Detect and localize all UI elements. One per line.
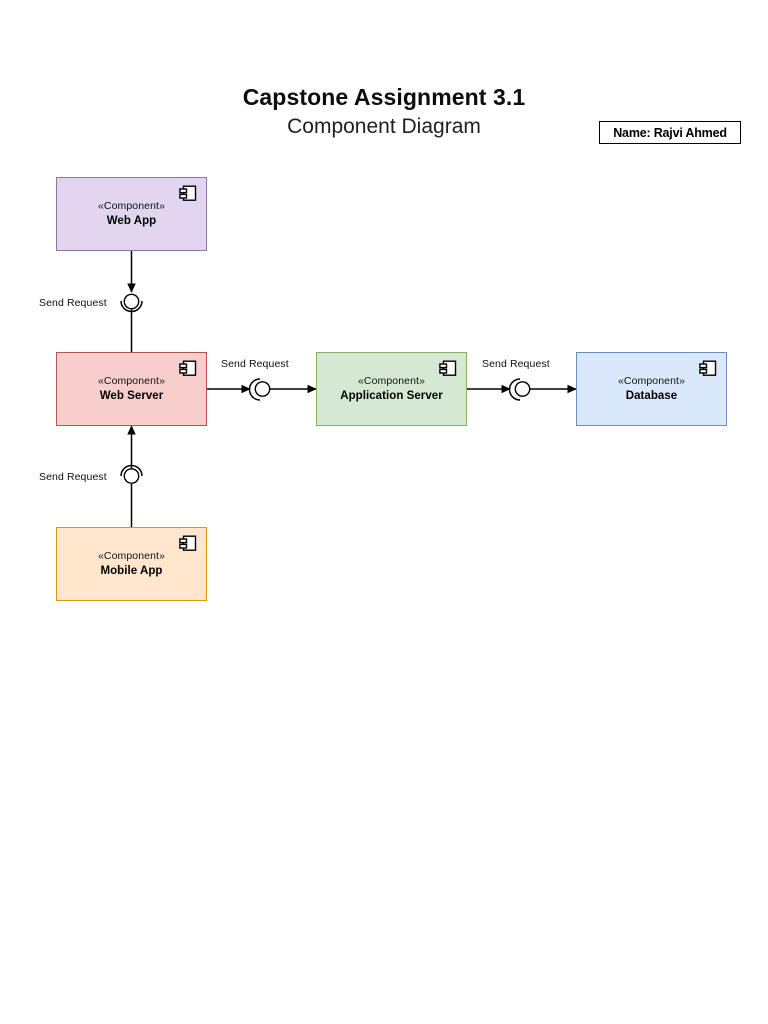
student-name-box: Name: Rajvi Ahmed bbox=[599, 121, 741, 144]
connector-application-server-to-database bbox=[467, 378, 577, 401]
component-stereotype: «Component» bbox=[97, 549, 166, 562]
component-icon bbox=[179, 535, 197, 551]
connector-label-application-server-to-database: Send Request bbox=[482, 358, 550, 370]
component-stereotype: «Component» bbox=[617, 374, 686, 387]
component-mobile-app[interactable]: «Component» Mobile App bbox=[56, 527, 207, 601]
component-name: Web App bbox=[106, 214, 157, 227]
socket-arc-application-server bbox=[508, 378, 521, 401]
component-name: Application Server bbox=[340, 389, 443, 402]
socket-arc-web-server bbox=[248, 378, 261, 401]
component-stereotype: «Component» bbox=[357, 374, 426, 387]
interface-ball-mobile-app bbox=[123, 468, 140, 484]
component-name: Web Server bbox=[99, 389, 164, 402]
component-name: Database bbox=[625, 389, 678, 402]
component-stereotype: «Component» bbox=[97, 374, 166, 387]
component-stereotype: «Component» bbox=[97, 199, 166, 212]
connector-label-web-server-to-application-server: Send Request bbox=[221, 358, 289, 370]
interface-ball-web-app bbox=[123, 293, 140, 310]
connector-web-server-to-application-server bbox=[207, 378, 317, 401]
connector-mobile-app-to-web-server bbox=[120, 425, 143, 527]
component-icon bbox=[699, 360, 717, 376]
component-icon bbox=[179, 185, 197, 201]
component-icon bbox=[179, 360, 197, 376]
connector-web-app-to-web-server bbox=[120, 251, 143, 352]
component-web-app[interactable]: «Component» Web App bbox=[56, 177, 207, 251]
component-application-server[interactable]: «Component» Application Server bbox=[316, 352, 467, 426]
connector-label-web-app-to-web-server: Send Request bbox=[39, 297, 107, 309]
component-name: Mobile App bbox=[100, 564, 163, 577]
interface-ball-web-server bbox=[254, 381, 271, 397]
interface-ball-application-server bbox=[514, 381, 531, 397]
component-database[interactable]: «Component» Database bbox=[576, 352, 727, 426]
component-web-server[interactable]: «Component» Web Server bbox=[56, 352, 207, 426]
component-icon bbox=[439, 360, 457, 376]
connector-label-mobile-app-to-web-server: Send Request bbox=[39, 471, 107, 483]
